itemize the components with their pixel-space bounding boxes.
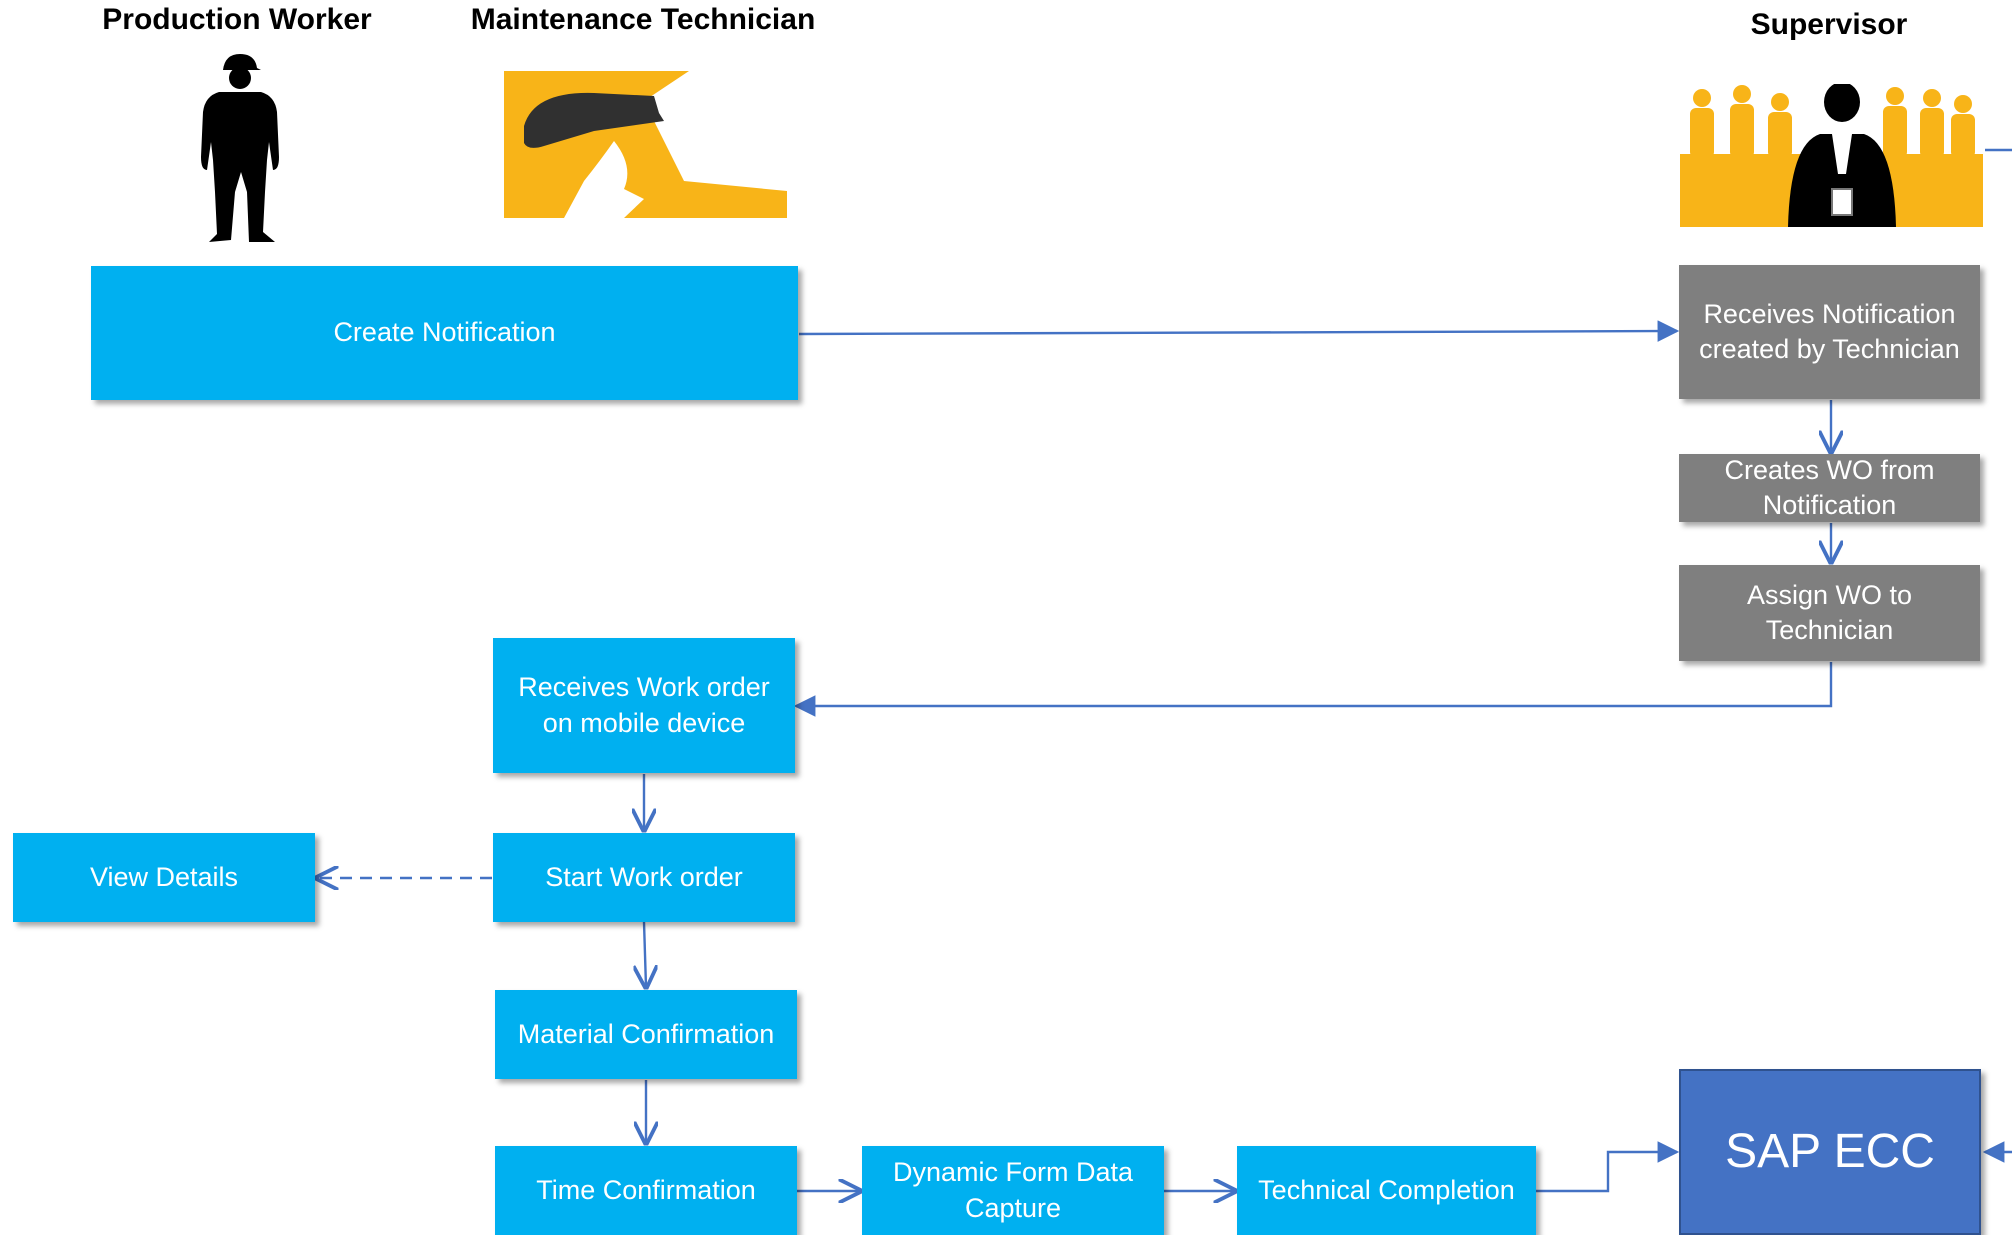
connector-assign-to-receive-wo [793,662,1833,717]
step-time-confirmation: Time Confirmation [495,1146,797,1235]
step-view-details: View Details [13,833,315,922]
step-receives-notification: Receives Notification created by Technic… [1679,265,1980,399]
connector-start-to-material [644,921,646,987]
technician-hardhat-icon [504,71,787,218]
step-technical-completion: Technical Completion [1237,1146,1536,1235]
system-sap-ecc: SAP ECC [1679,1069,1981,1235]
step-assign-wo: Assign WO to Technician [1679,565,1980,661]
step-material-confirmation: Material Confirmation [495,990,797,1079]
role-supervisor: Supervisor [1750,8,1908,41]
role-production-worker: Production Worker [102,3,372,36]
connector-create-to-receive [798,320,1680,342]
connector-technical-to-sap [1536,1141,1680,1193]
step-receives-work-order: Receives Work order on mobile device [493,638,795,773]
step-creates-wo: Creates WO from Notification [1679,454,1980,522]
supervisor-team-icon [1680,84,1983,227]
step-dynamic-form-data-capture: Dynamic Form Data Capture [862,1146,1164,1235]
worker-silhouette-icon [201,54,279,242]
step-start-work-order: Start Work order [493,833,795,922]
role-maintenance-technician: Maintenance Technician [470,3,816,36]
step-create-notification: Create Notification [91,266,798,400]
